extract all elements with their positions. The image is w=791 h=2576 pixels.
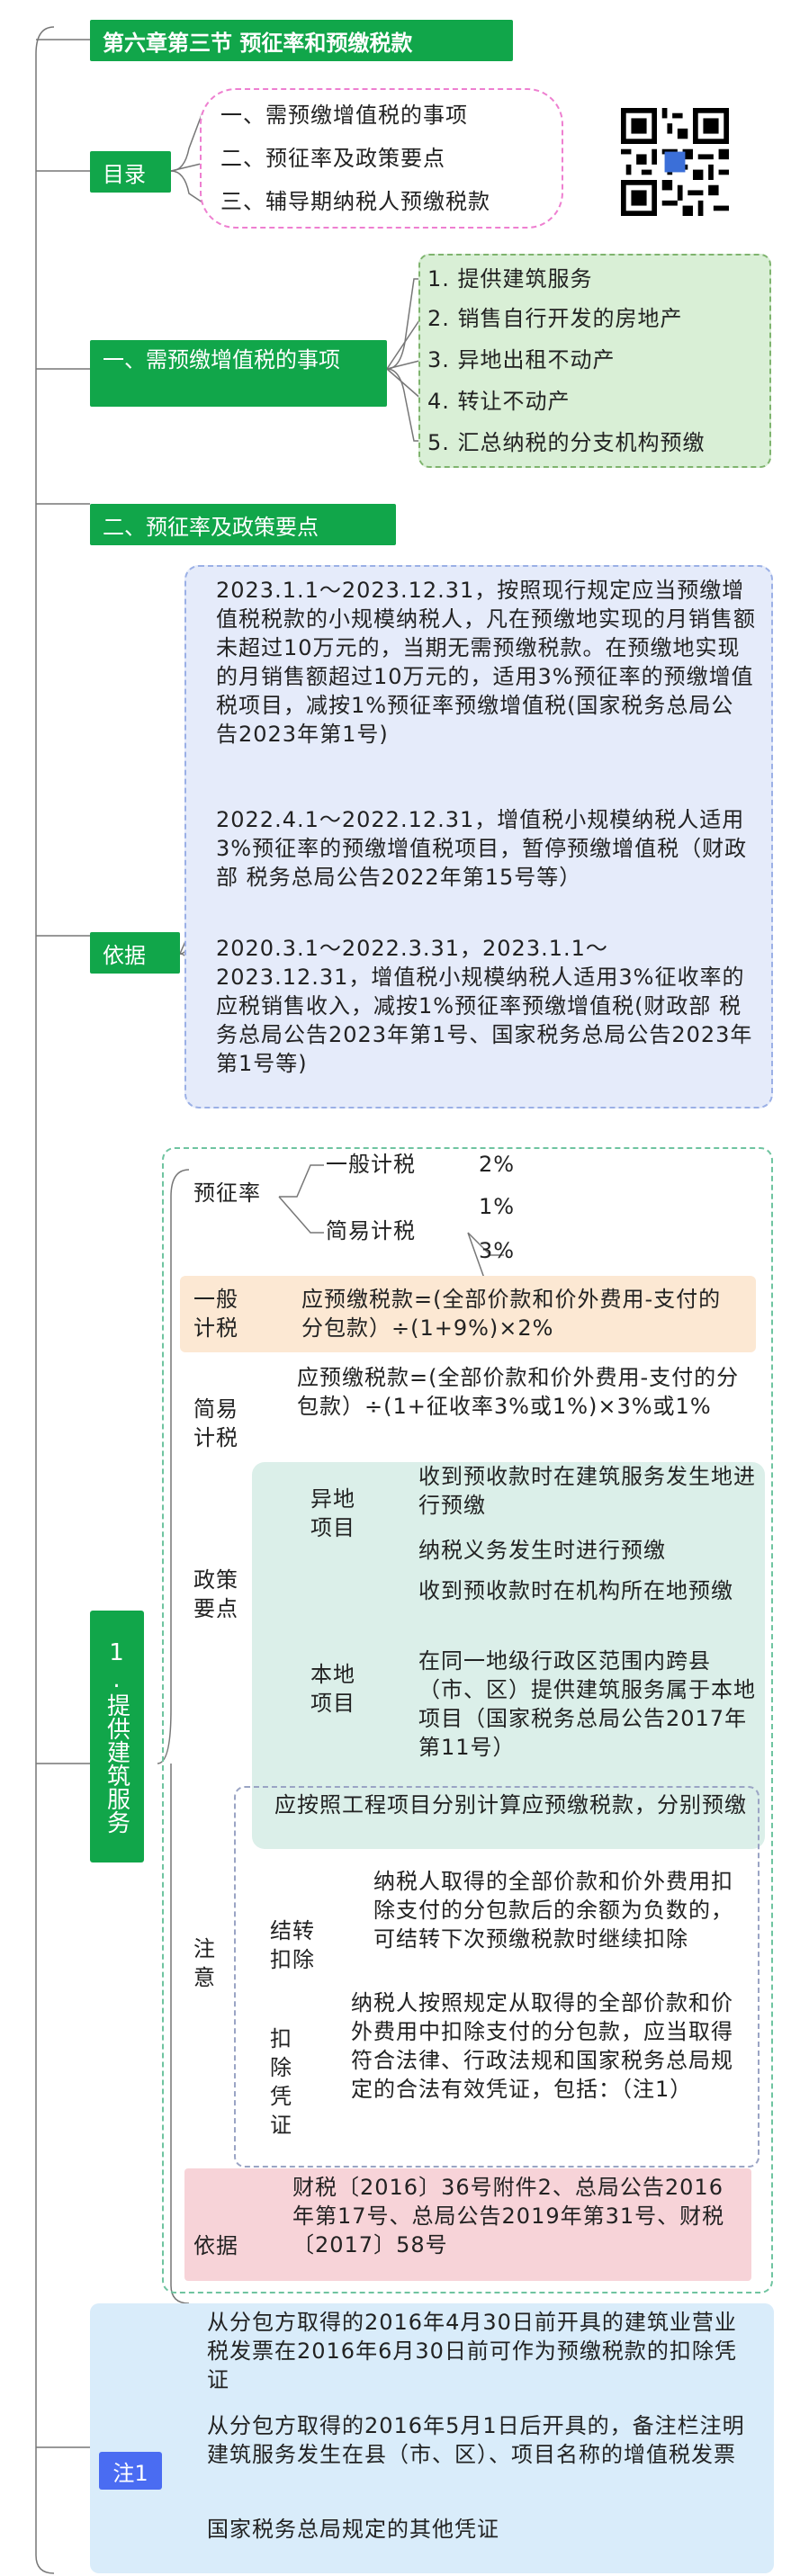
toc-item-1[interactable]: 一、需预缴增值税的事项 bbox=[220, 103, 468, 128]
section1-item-3[interactable]: 3. 异地出租不动产 bbox=[427, 347, 616, 372]
policy-panel bbox=[252, 1462, 765, 1849]
note-label: 注意 bbox=[193, 1936, 216, 1990]
section1-label: 一、需预缴增值税的事项 bbox=[90, 340, 387, 407]
carry-text: 纳税人取得的全部价款和价外费用扣除支付的分包款后的余额为负数的，可结转下次预缴税… bbox=[373, 1869, 733, 1952]
basis-label: 依据 bbox=[90, 932, 180, 974]
toc-item-2[interactable]: 二、预征率及政策要点 bbox=[220, 146, 445, 171]
section1-panel bbox=[418, 254, 771, 468]
rate-label: 预征率 bbox=[193, 1180, 261, 1206]
local-project-label: 本地项目 bbox=[310, 1662, 355, 1716]
carry-label: 结转扣除 bbox=[270, 1918, 315, 1972]
note1-item-1: 从分包方取得的2016年4月30日前开具的建筑业营业税发票在2016年6月30日… bbox=[207, 2310, 737, 2392]
local-item-1: 收到预收款时在机构所在地预缴 bbox=[418, 1578, 733, 1603]
rate-general-value: 2% bbox=[479, 1152, 516, 1177]
note1-item-2: 从分包方取得的2016年5月1日后开具的，备注栏注明建筑服务发生在县（市、区）、… bbox=[207, 2413, 745, 2467]
remote-item-2: 纳税义务发生时进行预缴 bbox=[418, 1538, 666, 1563]
remote-item-1: 收到预收款时在建筑服务发生地进行预缴 bbox=[418, 1464, 756, 1518]
basis-item-3: 2020.3.1～2022.3.31，2023.1.1～2023.12.31，增… bbox=[216, 936, 753, 1076]
toc-item-3[interactable]: 三、辅导期纳税人预缴税款 bbox=[220, 189, 490, 214]
rate-simple-label: 简易计税 bbox=[326, 1218, 416, 1243]
construction-panel bbox=[162, 1147, 773, 2293]
simple-formula-text: 应预缴税款=(全部价款和价外费用-支付的分包款）÷(1+征收率3%或1%)×3%… bbox=[297, 1365, 740, 1419]
general-formula-text: 应预缴税款=(全部价款和价外费用-支付的分包款）÷(1+9%)×2% bbox=[301, 1287, 722, 1341]
voucher-label: 扣除凭证 bbox=[270, 2026, 292, 2138]
note-panel bbox=[234, 1786, 760, 2168]
note1-label: 注1 bbox=[99, 2452, 162, 2490]
rate-general-label: 一般计税 bbox=[326, 1152, 416, 1177]
toc-panel bbox=[200, 88, 563, 229]
toc-label: 目录 bbox=[90, 151, 171, 193]
section2-label: 二、预征率及政策要点 bbox=[90, 504, 396, 545]
rate-simple-value-1: 1% bbox=[479, 1194, 516, 1219]
construction-label: 1.提供建筑服务 bbox=[90, 1611, 144, 1862]
construction-basis-panel bbox=[184, 2168, 751, 2281]
rate-simple-value-2: 3% bbox=[479, 1238, 516, 1263]
qr-code-icon bbox=[621, 108, 729, 216]
basis-item-1: 2023.1.1～2023.12.31，按照现行规定应当预缴增值税税款的小规模纳… bbox=[216, 578, 756, 747]
policy-label: 政策要点 bbox=[193, 1567, 238, 1621]
section1-item-5[interactable]: 5. 汇总纳税的分支机构预缴 bbox=[427, 430, 706, 455]
page-title: 第六章第三节 预征率和预缴税款 bbox=[90, 20, 513, 61]
section1-item-2[interactable]: 2. 销售自行开发的房地产 bbox=[427, 306, 683, 331]
remote-project-label: 异地项目 bbox=[310, 1486, 355, 1540]
local-item-2: 在同一地级行政区范围内跨县（市、区）提供建筑服务属于本地项目（国家税务总局公告2… bbox=[418, 1648, 756, 1760]
construction-basis-text: 财税〔2016〕36号附件2、总局公告2016年第17号、总局公告2019年第3… bbox=[292, 2175, 725, 2257]
voucher-text: 纳税人按照规定从取得的全部价款和价外费用中扣除支付的分包款，应当取得符合法律、行… bbox=[351, 1990, 733, 2102]
note-first: 应按照工程项目分别计算应预缴税款，分别预缴 bbox=[274, 1792, 747, 1818]
simple-formula-label: 简易计税 bbox=[193, 1396, 238, 1450]
general-formula-panel bbox=[180, 1276, 756, 1352]
note1-item-3: 国家税务总局规定的其他凭证 bbox=[207, 2517, 499, 2542]
general-formula-label: 一般计税 bbox=[193, 1287, 238, 1341]
basis-panel bbox=[184, 565, 773, 1108]
construction-basis-label: 依据 bbox=[193, 2233, 238, 2258]
section1-item-4[interactable]: 4. 转让不动产 bbox=[427, 389, 571, 414]
note1-panel bbox=[90, 2303, 774, 2573]
section1-item-1[interactable]: 1. 提供建筑服务 bbox=[427, 266, 593, 292]
basis-item-2: 2022.4.1～2022.12.31，增值税小规模纳税人适用3%预征率的预缴增… bbox=[216, 807, 748, 890]
